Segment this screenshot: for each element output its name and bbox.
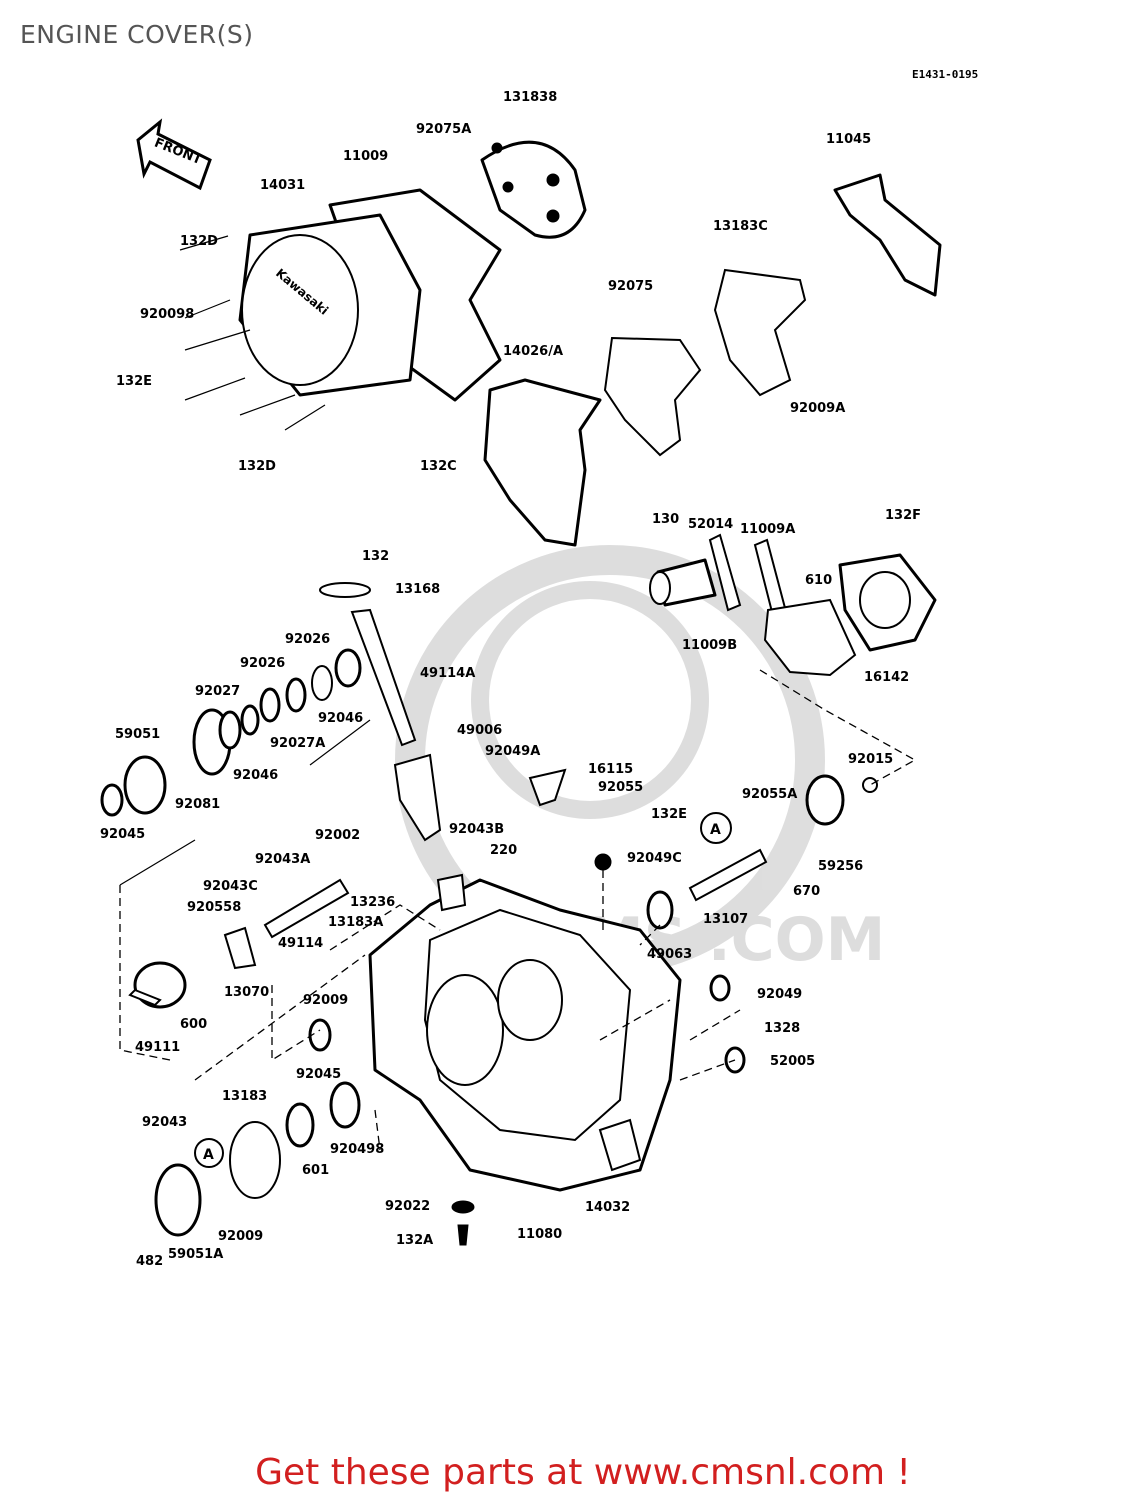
part-label: 132D [180, 234, 218, 249]
part-label: 49063 [647, 947, 692, 962]
part-label: 52005 [770, 1054, 815, 1069]
part-label: 13070 [224, 985, 269, 1000]
part-label: 600 [180, 1017, 207, 1032]
shift-shaft-group [100, 582, 442, 886]
part-label: 49114 [278, 936, 323, 951]
part-label: 13183 [222, 1089, 267, 1104]
front-arrow-icon: FRONT [136, 118, 212, 191]
part-label: 11009 [343, 149, 388, 164]
part-label: 13168 [395, 582, 440, 597]
part-label: 482 [136, 1254, 163, 1269]
lower-parts [128, 768, 878, 1246]
part-label: 92075 [608, 279, 653, 294]
part-label: 92027 [195, 684, 240, 699]
part-label: 13236 [350, 895, 395, 910]
part-label: 92049A [485, 744, 540, 759]
part-label: 92027A [270, 736, 325, 751]
assembly-lines [119, 669, 917, 1151]
part-label: 92045 [100, 827, 145, 842]
part-label: 59051A [168, 1247, 223, 1262]
gasket-92075 [603, 336, 702, 457]
part-label: 52014 [688, 517, 733, 532]
clutch-cover-group: Kawasaki [179, 140, 587, 431]
ref-marker-a: A A [194, 812, 732, 1168]
part-label: 92026 [285, 632, 330, 647]
crankcase-cover-11080 [368, 873, 682, 1192]
part-label: 920558 [187, 900, 241, 915]
part-label: 220 [490, 843, 517, 858]
footer-cta-link[interactable]: Get these parts at www.cmsnl.com ! [0, 1452, 1146, 1493]
svg-text:A: A [203, 1147, 214, 1163]
part-label: 670 [793, 884, 820, 899]
part-label: 92055 [598, 780, 643, 795]
gasket-13183C [713, 268, 807, 397]
part-label: 14026/A [503, 344, 563, 359]
part-label: 14031 [260, 178, 305, 193]
part-label: 13183A [328, 915, 383, 930]
part-label: 49006 [457, 723, 502, 738]
part-label: 92055A [742, 787, 797, 802]
part-label: 92043A [255, 852, 310, 867]
part-label: 920498 [330, 1142, 384, 1157]
part-label: 49111 [135, 1040, 180, 1055]
svg-text:A: A [710, 822, 721, 838]
part-label: 92046 [318, 711, 363, 726]
part-label: 132A [396, 1233, 433, 1248]
part-label: 92009 [303, 993, 348, 1008]
part-label: 92081 [175, 797, 220, 812]
footer-cta-text[interactable]: Get these parts at www.cmsnl.com ! [255, 1452, 911, 1493]
part-label: 13107 [703, 912, 748, 927]
part-label: 131838 [503, 90, 557, 105]
part-label: 16115 [588, 762, 633, 777]
part-label: 92026 [240, 656, 285, 671]
part-label: 132D [238, 459, 276, 474]
part-label: 92015 [848, 752, 893, 767]
part-label: 59051 [115, 727, 160, 742]
part-label: 13183C [713, 219, 768, 234]
part-label: 49114A [420, 666, 475, 681]
part-label: 132E [651, 807, 687, 822]
part-label: 92049 [757, 987, 802, 1002]
part-label: 132 [362, 549, 389, 564]
part-label: 11009A [740, 522, 795, 537]
part-label: 11009B [682, 638, 737, 653]
part-label: 92075A [416, 122, 471, 137]
part-label: 14032 [585, 1200, 630, 1215]
part-label: 92045 [296, 1067, 341, 1082]
part-label: 16142 [864, 670, 909, 685]
part-label: 132F [885, 508, 921, 523]
part-label: 92049C [627, 851, 682, 866]
part-label: 92043 [142, 1115, 187, 1130]
part-label: 610 [805, 573, 832, 588]
part-label: 11080 [517, 1227, 562, 1242]
bracket-11045 [833, 173, 942, 297]
part-label: 920098 [140, 307, 194, 322]
part-label: 130 [652, 512, 679, 527]
part-label: 92046 [233, 768, 278, 783]
part-label: 92009 [218, 1229, 263, 1244]
part-label: 92043B [449, 822, 504, 837]
part-label: 601 [302, 1163, 329, 1178]
page-title: ENGINE COVER(S) [20, 20, 254, 49]
part-label: 92043C [203, 879, 258, 894]
part-labels: 131838 92075A 11009 14031 132D 920098 13… [100, 90, 921, 1269]
part-label: 92022 [385, 1199, 430, 1214]
diagram-code: E1431-0195 [912, 68, 979, 81]
part-label: 1328 [764, 1021, 800, 1036]
part-label: 92009A [790, 401, 845, 416]
part-label: 132E [116, 374, 152, 389]
part-label: 59256 [818, 859, 863, 874]
water-pump-group [649, 533, 937, 677]
part-label: 92002 [315, 828, 360, 843]
part-label: 11045 [826, 132, 871, 147]
sprocket-cover-14026 [483, 378, 602, 547]
part-label: 132C [420, 459, 457, 474]
